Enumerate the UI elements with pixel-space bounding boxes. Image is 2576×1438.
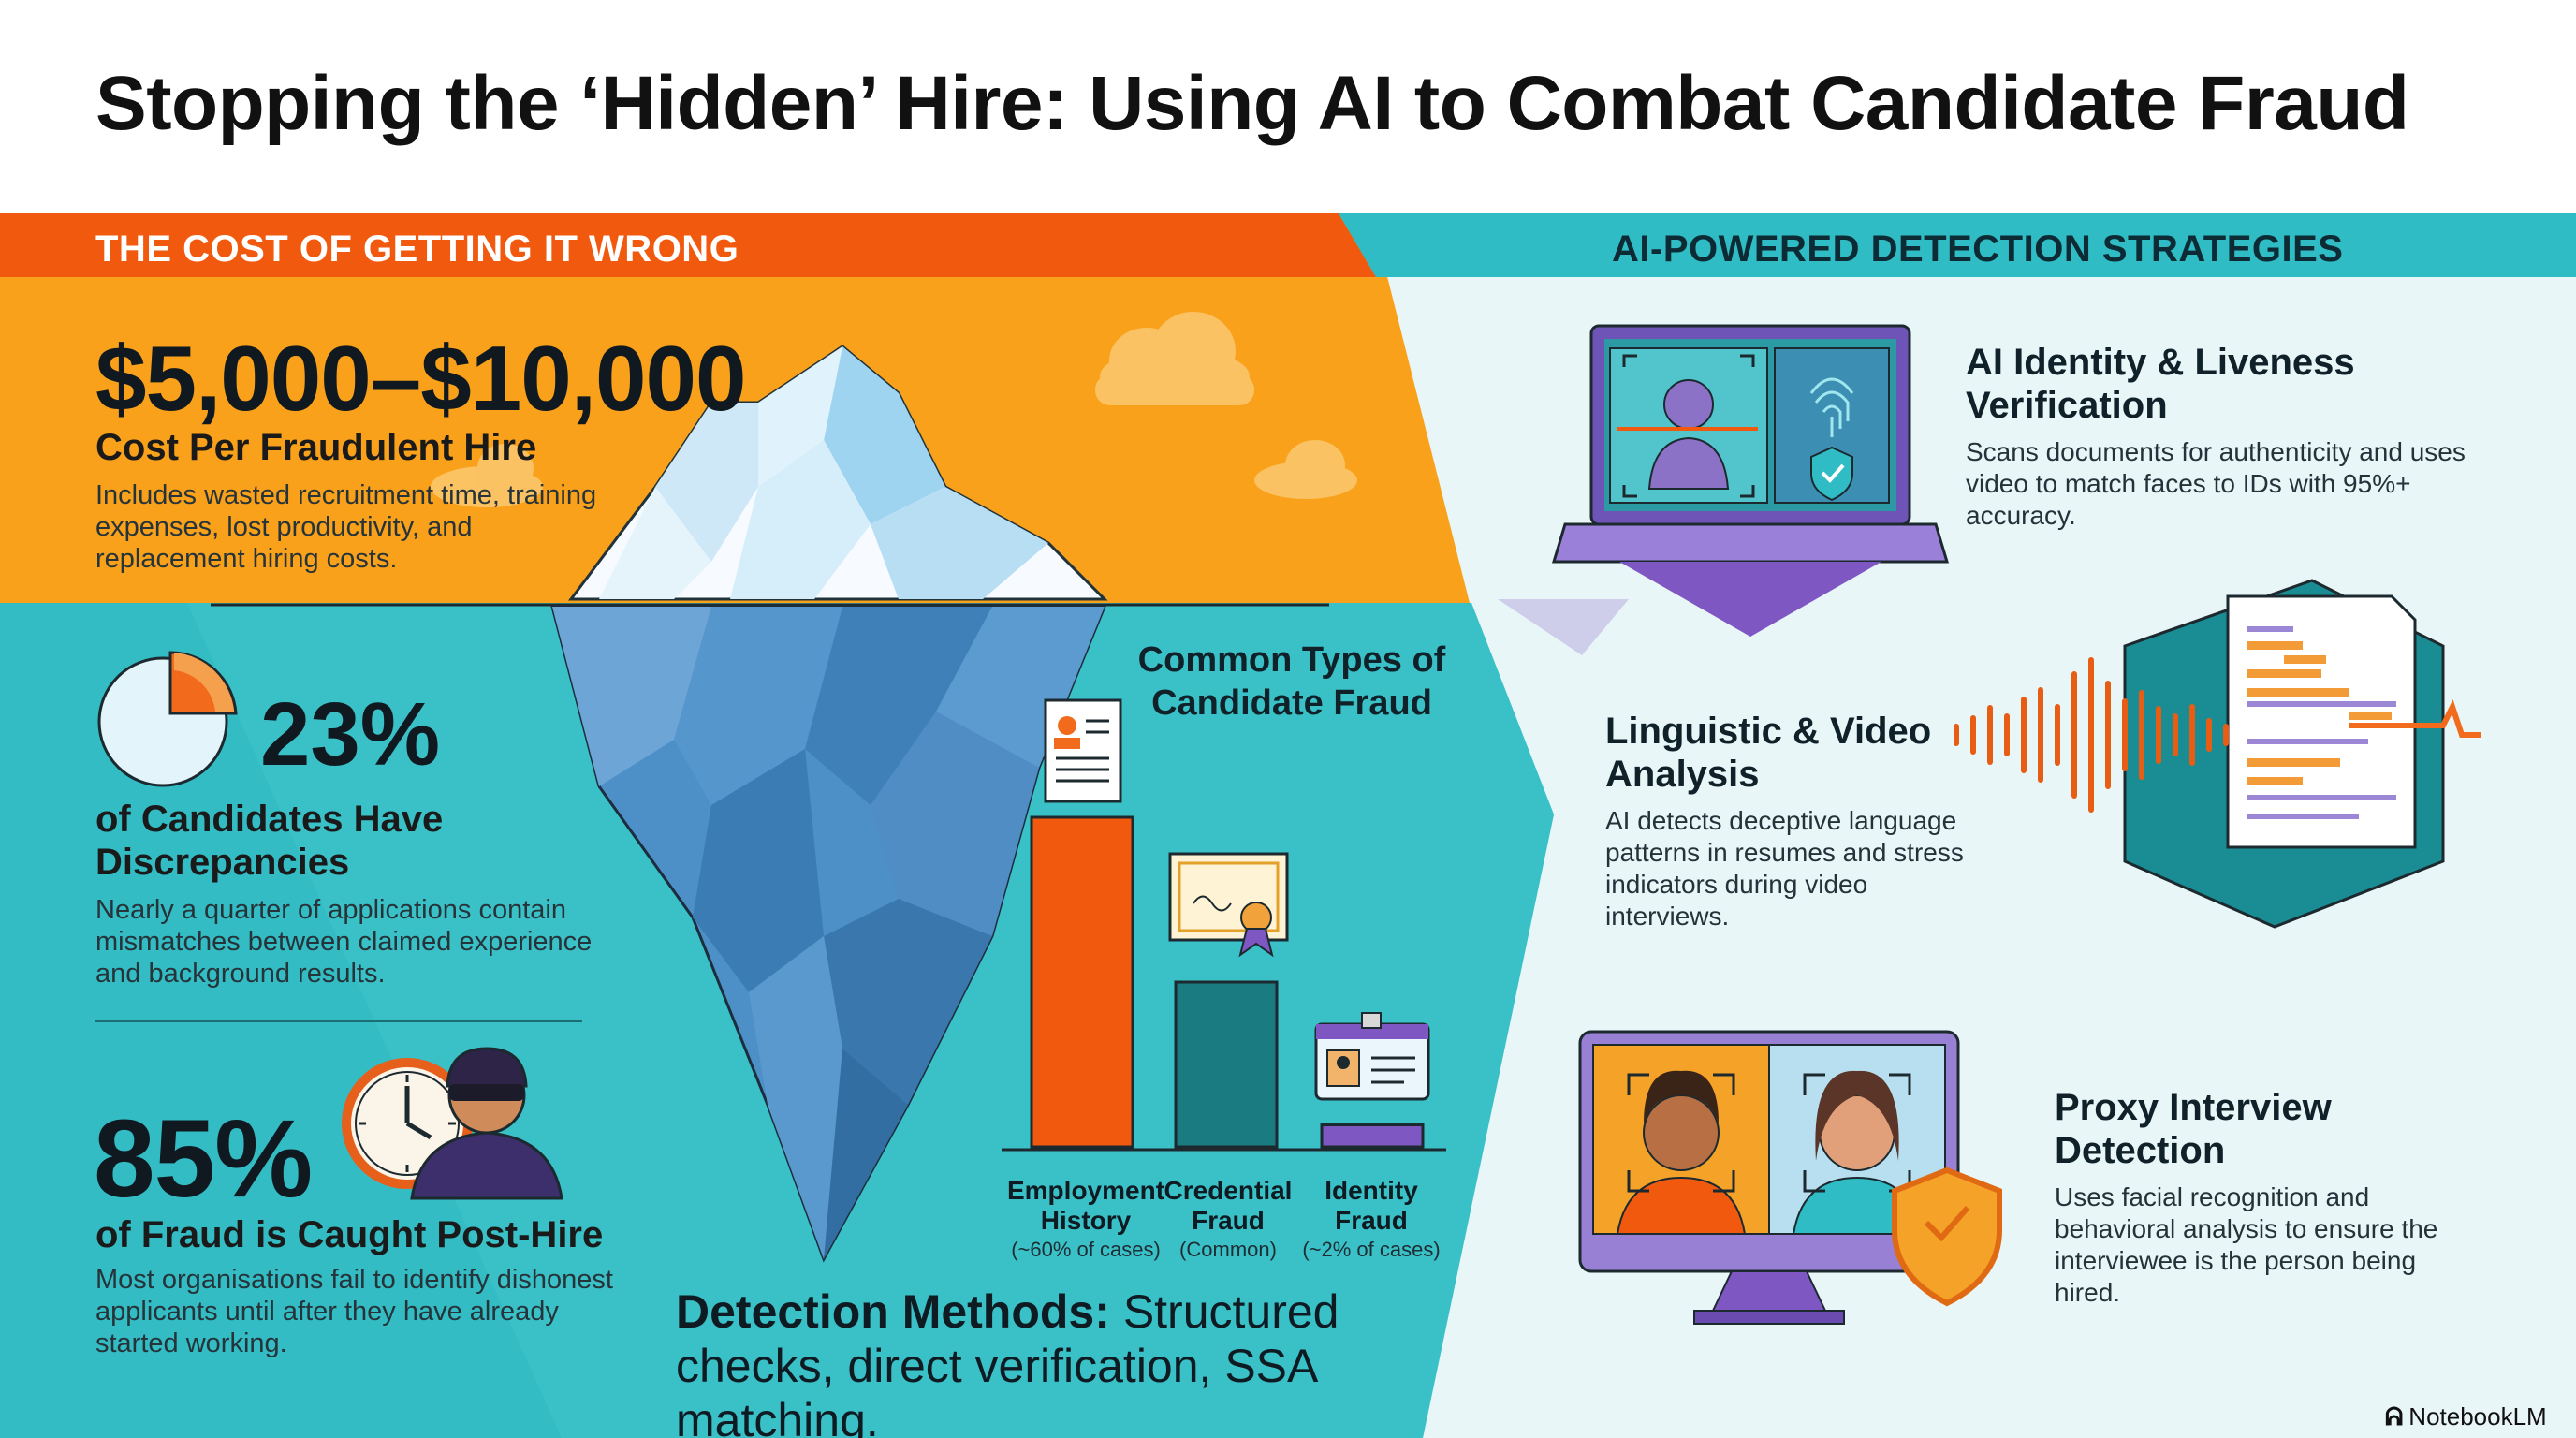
id-card-icon [1314, 1012, 1430, 1101]
cost-section-label: THE COST OF GETTING IT WRONG [95, 228, 739, 270]
discrepancy-description: Nearly a quarter of applications contain… [95, 895, 593, 989]
section-divider [95, 1020, 582, 1022]
brand-name: NotebookLM [2408, 1402, 2547, 1431]
certificate-icon [1168, 852, 1289, 958]
strategy-proxy-description: Uses facial recognition and behavioral a… [2055, 1182, 2438, 1307]
bar-note: (~2% of cases) [1302, 1238, 1441, 1261]
post-hire-value: 85% [94, 1097, 313, 1221]
bar-label-employment: Employment History (~60% of cases) [1002, 1176, 1170, 1262]
bar-name: Employment History [1006, 1176, 1165, 1235]
fraud-types-title: Common Types of Candidate Fraud [1137, 640, 1446, 723]
discrepancy-label: of Candidates Have Discrepancies [95, 799, 444, 883]
laptop-verification-icon [1498, 324, 1950, 655]
header [0, 0, 2576, 213]
cloud-icon [431, 312, 1357, 507]
cost-description: Includes wasted recruitment time, traini… [95, 480, 597, 574]
cost-label: Cost Per Fraudulent Hire [95, 427, 537, 468]
iceberg-icon [550, 345, 1108, 1263]
bar-name: Credential Fraud [1164, 1176, 1293, 1235]
proxy-interview-icon [1578, 1030, 2002, 1325]
detection-methods-text: Structured checks, direct verification, … [676, 1285, 1339, 1438]
strategy-identity-description: Scans documents for authenticity and use… [1966, 437, 2466, 530]
resume-icon [1044, 698, 1122, 803]
bar-note: (Common) [1179, 1238, 1277, 1261]
thief-icon [410, 1047, 564, 1200]
bar-note: (~60% of cases) [1011, 1238, 1161, 1261]
discrepancy-value: 23% [260, 684, 441, 785]
cost-value: $5,000–$10,000 [95, 327, 746, 430]
notebooklm-logo-icon: ᕱ [2385, 1402, 2404, 1431]
bar-label-identity: Identity Fraud (~2% of cases) [1287, 1176, 1456, 1262]
detection-methods-label: Detection Methods: [676, 1285, 1110, 1338]
strategy-linguistic-description: AI detects deceptive language patterns i… [1605, 806, 1964, 931]
right-label-band [1339, 213, 2576, 277]
post-hire-label: of Fraud is Caught Post-Hire [95, 1214, 604, 1255]
pie-chart-icon [97, 651, 238, 787]
bar-label-credential: Credential Fraud (Common) [1144, 1176, 1312, 1262]
strategy-linguistic-title: Linguistic & Video Analysis [1605, 711, 1932, 795]
detection-methods: Detection Methods: Structured checks, di… [676, 1284, 1443, 1438]
post-hire-description: Most organisations fail to identify dish… [95, 1265, 613, 1358]
bar-name: Identity Fraud [1325, 1176, 1418, 1235]
fraud-bar [1174, 980, 1279, 1149]
linguistic-analysis-icon [1954, 579, 2481, 929]
strategy-proxy-title: Proxy Interview Detection [2055, 1087, 2332, 1171]
fraud-bar [1320, 1123, 1425, 1149]
fraud-bars [1030, 815, 1425, 1149]
page-title: Stopping the ‘Hidden’ Hire: Using AI to … [95, 61, 2409, 146]
strategy-identity-title: AI Identity & Liveness Verification [1966, 342, 2355, 426]
left-label-band [0, 213, 1376, 277]
strategies-section-label: AI-POWERED DETECTION STRATEGIES [1612, 228, 2344, 270]
fraud-bar [1030, 815, 1134, 1149]
